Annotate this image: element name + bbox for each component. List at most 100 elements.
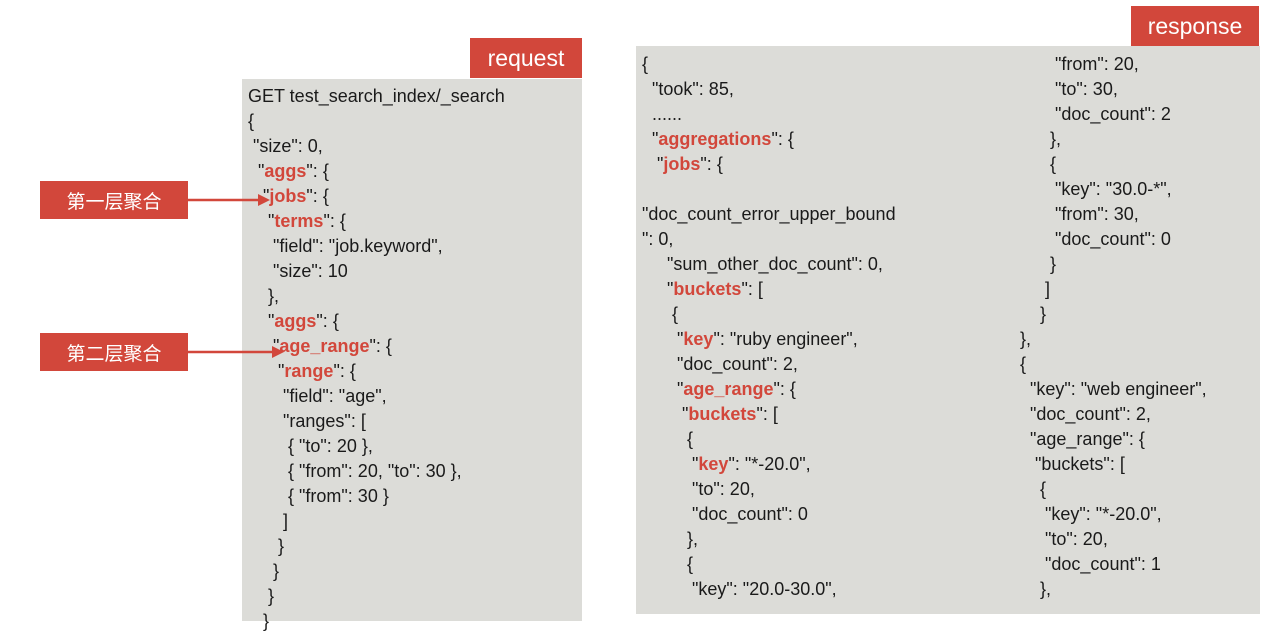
code-line: "field": "age",: [248, 384, 505, 409]
code-line: },: [1010, 127, 1207, 152]
code-text: ": [248, 211, 275, 231]
code-line: "age_range": {: [248, 334, 505, 359]
code-text: ": {: [369, 336, 392, 356]
code-line: "took": 85,: [642, 77, 896, 102]
second-level-arrow-icon: [188, 346, 284, 358]
code-text: {: [1010, 154, 1057, 174]
code-line: ......: [642, 102, 896, 127]
code-text: ": {: [306, 161, 329, 181]
second-level-aggregation-callout: 第二层聚合: [40, 333, 188, 371]
code-line: "aggs": {: [248, 159, 505, 184]
code-text: "to": 20,: [642, 479, 755, 499]
code-keyword: terms: [274, 211, 324, 231]
code-line: }: [248, 559, 505, 584]
code-keyword: aggs: [264, 161, 307, 181]
code-line: "from": 20,: [1010, 52, 1207, 77]
code-text: "key": "web engineer",: [1010, 379, 1207, 399]
code-text: {: [642, 429, 694, 449]
code-line: GET test_search_index/_search: [248, 84, 505, 109]
code-text: "doc_count": 1: [1010, 554, 1161, 574]
code-line: "key": "*-20.0",: [642, 452, 896, 477]
code-text: "doc_count_error_upper_bound: [642, 204, 896, 224]
code-line: { "to": 20 },: [248, 434, 505, 459]
response-code-column-left: { "took": 85, ...... " aggregations ": { "…: [642, 52, 896, 602]
code-text: ": [642, 454, 699, 474]
code-text: {: [642, 554, 694, 574]
code-text: ": {: [700, 154, 723, 174]
code-line: "buckets": [: [642, 402, 896, 427]
code-text: ": [248, 311, 275, 331]
code-line: "key": "*-20.0",: [1010, 502, 1207, 527]
code-text: "field": "job.keyword",: [248, 236, 443, 256]
code-line: "size": 0,: [248, 134, 505, 159]
code-text: "doc_count": 2,: [642, 354, 798, 374]
code-line: {: [642, 552, 896, 577]
code-text: }: [248, 536, 285, 556]
code-line: { "from": 30 }: [248, 484, 505, 509]
code-line: "field": "job.keyword",: [248, 234, 505, 259]
code-line: }: [1010, 252, 1207, 277]
code-line: {: [642, 302, 896, 327]
code-line: "buckets": [: [1010, 452, 1207, 477]
code-text: ": {: [306, 186, 329, 206]
code-text: }: [248, 561, 280, 581]
code-text: "age_range": {: [1010, 429, 1145, 449]
code-keyword: aggregations: [658, 129, 772, 149]
code-line: {: [1010, 352, 1207, 377]
code-keyword: jobs: [269, 186, 307, 206]
code-text: {: [1010, 354, 1027, 374]
code-line: "terms": {: [248, 209, 505, 234]
code-line: [642, 177, 896, 202]
request-label: request: [470, 38, 582, 78]
code-text: },: [1010, 329, 1032, 349]
code-text: "buckets": [: [1010, 454, 1125, 474]
code-line: "doc_count_error_upper_bound: [642, 202, 896, 227]
code-text: }: [248, 611, 270, 631]
code-line: { "from": 20, "to": 30 },: [248, 459, 505, 484]
code-keyword: buckets: [688, 404, 757, 424]
code-text: "key": "30.0-*",: [1010, 179, 1172, 199]
code-text: ": 0,: [642, 229, 674, 249]
code-text: {: [1010, 479, 1047, 499]
code-text: "to": 20,: [1010, 529, 1108, 549]
code-text: "doc_count": 0: [642, 504, 808, 524]
code-text: {: [248, 111, 255, 131]
code-line: "doc_count": 2,: [642, 352, 896, 377]
first-level-arrow-icon: [188, 194, 270, 206]
code-line: "doc_count": 2: [1010, 102, 1207, 127]
code-keyword: buckets: [673, 279, 742, 299]
code-line: }: [1010, 302, 1207, 327]
code-text: ": [248, 361, 285, 381]
code-line: "key": "20.0-30.0",: [642, 577, 896, 602]
code-keyword: range: [284, 361, 334, 381]
code-keyword: key: [698, 454, 729, 474]
response-code-panel: [636, 46, 1260, 614]
code-line: {: [1010, 477, 1207, 502]
code-text: ": [642, 329, 684, 349]
code-text: ": [642, 379, 684, 399]
code-line: "from": 30,: [1010, 202, 1207, 227]
code-text: "size": 0,: [248, 136, 323, 156]
code-line: {: [642, 427, 896, 452]
code-line: },: [642, 527, 896, 552]
code-line: "jobs": {: [248, 184, 505, 209]
code-text: GET test_search_index/_search: [248, 86, 505, 106]
code-text: ": "*-20.0",: [728, 454, 811, 474]
code-text: ": [642, 154, 664, 174]
code-text: "sum_other_doc_count": 0,: [642, 254, 883, 274]
code-line: "key": "ruby engineer",: [642, 327, 896, 352]
code-line: "buckets": [: [642, 277, 896, 302]
code-line: {: [248, 109, 505, 134]
code-line: }: [248, 534, 505, 559]
code-text: {: [642, 54, 649, 74]
code-line: },: [1010, 327, 1207, 352]
code-text: "ranges": [: [248, 411, 366, 431]
code-keyword: aggs: [274, 311, 317, 331]
code-text: "key": "20.0-30.0",: [642, 579, 837, 599]
response-code-column-right: "from": 20, "to": 30, "doc_count": 2 }, …: [1010, 52, 1207, 602]
code-text: ]: [248, 511, 289, 531]
code-text: { "from": 20, "to": 30 },: [248, 461, 462, 481]
code-text: },: [1010, 129, 1062, 149]
code-text: },: [1010, 579, 1052, 599]
code-line: },: [1010, 577, 1207, 602]
